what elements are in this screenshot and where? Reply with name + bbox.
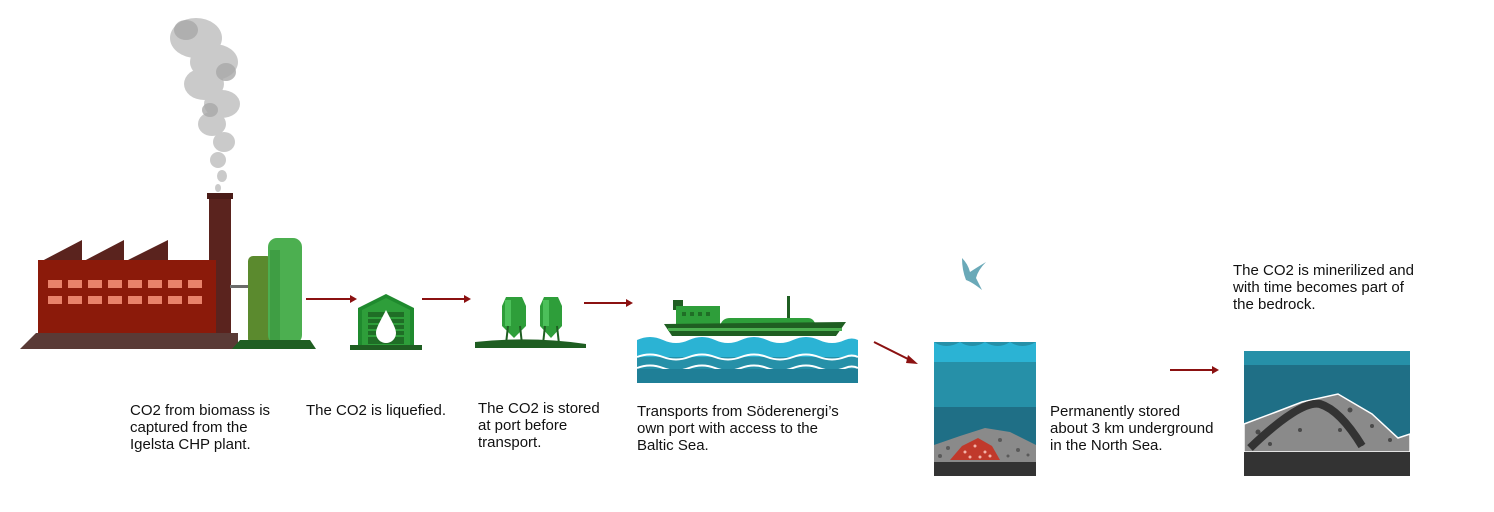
caption-capture: CO2 from biomass is captured from the Ig… bbox=[130, 402, 271, 453]
caption-permanent: Permanently stored about 3 km undergroun… bbox=[1050, 403, 1214, 454]
caption-transport: Transports from Söderenergi’s own port w… bbox=[637, 403, 839, 454]
caption-mineralize: The CO2 is minerilized and with time bec… bbox=[1233, 262, 1414, 313]
caption-store-port: The CO2 is stored at port before transpo… bbox=[478, 400, 600, 451]
caption-liquefy: The CO2 is liquefied. bbox=[306, 402, 447, 419]
